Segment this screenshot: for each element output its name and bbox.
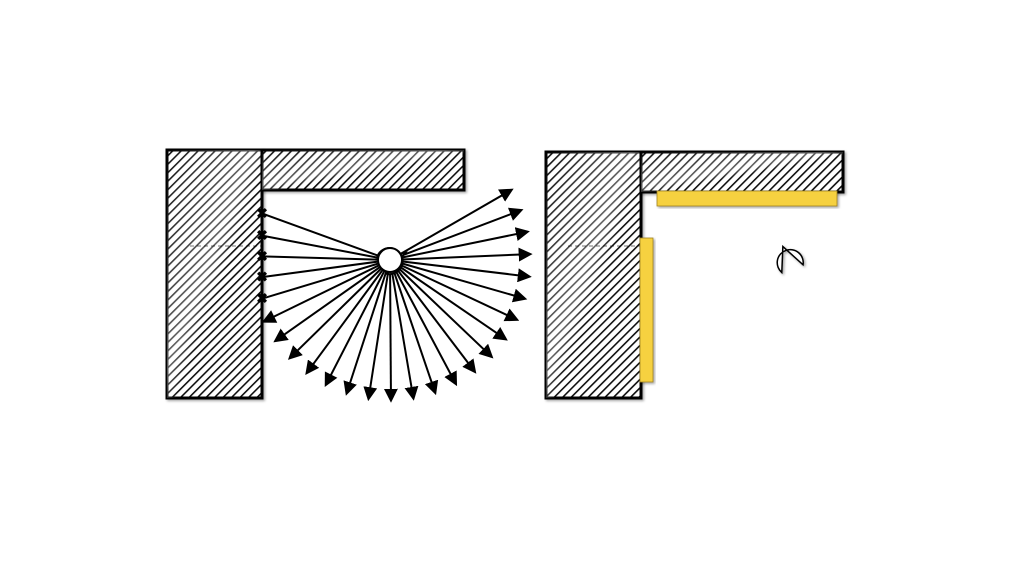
right-diagram-detected-walls [544, 150, 845, 400]
left-wall-vertical [165, 148, 264, 400]
ray-arrow [389, 259, 419, 401]
blocked-x-marker: ✖ [256, 268, 269, 286]
ray-arrow [389, 259, 494, 359]
ray-arrow [389, 259, 528, 303]
ray-arrow [389, 259, 520, 322]
ray-arrow [261, 259, 391, 323]
left-wall-horizontal [260, 148, 466, 192]
ray-arrow [363, 259, 391, 402]
highlight-bar-horizontal [656, 190, 838, 207]
ray-arrow [287, 259, 391, 360]
ray-arrow [389, 227, 530, 261]
ray-arrow [273, 259, 391, 343]
ray-arrow [343, 259, 391, 396]
ray-arrow [389, 259, 458, 387]
blocked-ray [261, 255, 391, 261]
blocked-x-marker: ✖ [256, 247, 269, 265]
ray-fan [261, 188, 533, 403]
ray-arrow [324, 259, 391, 388]
ray-arrow [389, 207, 524, 261]
left-sensor-icon [375, 247, 408, 276]
blocked-ray [261, 212, 391, 261]
ray-arrow [389, 247, 533, 262]
blocked-x-marker: ✖ [256, 204, 269, 222]
right-wall-horizontal [639, 150, 845, 194]
right-wall-vertical [544, 150, 643, 400]
ray-arrow [389, 188, 514, 261]
left-diagram-emitting-rays: ✖ ✖ ✖ ✖ ✖ [165, 148, 533, 403]
ray-arrow [383, 259, 398, 403]
blocked-x-marker: ✖ [256, 290, 269, 308]
ray-arrow [305, 259, 391, 375]
ray-arrow [389, 259, 508, 341]
ray-arrow [389, 259, 439, 396]
blocked-ray [261, 234, 391, 261]
blocked-ray [261, 259, 391, 279]
ray-arrow [389, 259, 477, 374]
blocked-x-marker: ✖ [256, 227, 269, 245]
blocked-ray-markers: ✖ ✖ ✖ ✖ ✖ [256, 204, 269, 307]
right-sensor-icon [776, 244, 804, 275]
ray-arrow [389, 259, 532, 283]
blocked-ray [261, 259, 391, 300]
highlight-bar-vertical [639, 237, 654, 383]
